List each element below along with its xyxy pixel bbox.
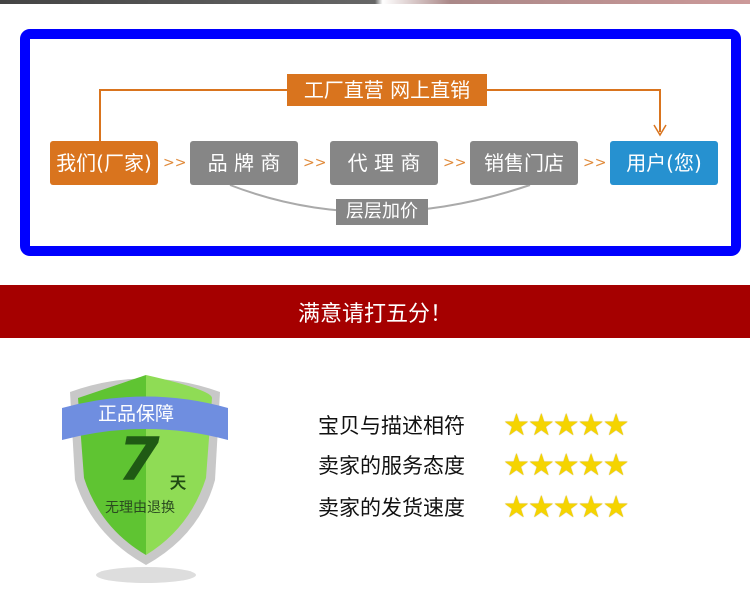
rating-label: 宝贝与描述相符	[318, 414, 465, 438]
direct-sale-label: 工厂直营 网上直销	[287, 74, 487, 106]
star-rating-icons: ★★★★★	[503, 408, 629, 443]
markup-label: 层层加价	[336, 199, 428, 225]
rating-row: 卖家的服务态度 ★★★★★	[318, 448, 629, 483]
top-image-strip	[0, 0, 750, 4]
rating-row: 卖家的发货速度 ★★★★★	[318, 490, 629, 525]
arrow-icon: >>	[163, 155, 187, 171]
arrow-icon: >>	[303, 155, 327, 171]
node-user: 用户(您)	[610, 141, 718, 185]
rating-banner: 满意请打五分！	[0, 285, 750, 338]
star-rating-icons: ★★★★★	[503, 448, 629, 483]
rating-label: 卖家的发货速度	[318, 496, 465, 520]
rating-label: 卖家的服务态度	[318, 454, 465, 478]
star-rating-icons: ★★★★★	[503, 490, 629, 525]
rating-row: 宝贝与描述相符 ★★★★★	[318, 408, 629, 443]
arrow-icon: >>	[443, 155, 467, 171]
sales-flow-diagram: 工厂直营 网上直销 我们(厂家) >> 品 牌 商 >> 代 理 商 >> 销售…	[20, 29, 741, 256]
node-factory: 我们(厂家)	[50, 141, 158, 185]
badge-unit: 天	[170, 473, 187, 492]
guarantee-badge: 正品保障 7 天 无理由退换	[60, 370, 230, 589]
badge-days: 7	[118, 425, 160, 495]
badge-subtitle: 无理由退换	[105, 500, 175, 516]
node-brand: 品 牌 商	[190, 141, 298, 185]
badge-title: 正品保障	[98, 403, 175, 425]
node-store: 销售门店	[470, 141, 578, 185]
shield-icon	[62, 375, 228, 583]
node-agent: 代 理 商	[330, 141, 438, 185]
arrow-icon: >>	[583, 155, 607, 171]
